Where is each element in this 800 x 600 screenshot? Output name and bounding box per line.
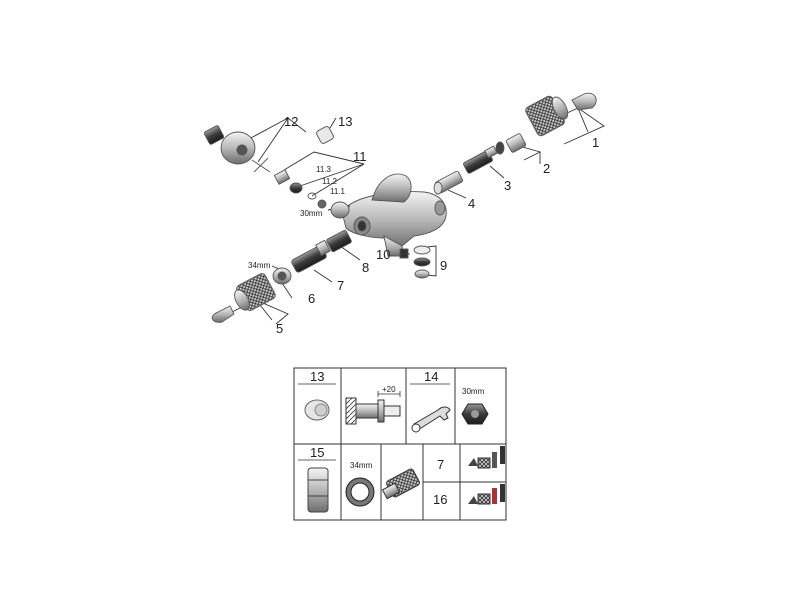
- table-cell-7-number: 7: [437, 457, 444, 472]
- part-2-cartridge-nut: [495, 133, 527, 155]
- table-extension-drawing: [345, 391, 401, 425]
- callout-4: 4: [468, 196, 475, 211]
- part-12-handle: [203, 125, 271, 173]
- table-cell-16-number: 16: [433, 492, 447, 507]
- callout-13: 13: [338, 114, 352, 129]
- table-cap-image: [304, 399, 330, 421]
- dimension-30mm: 30mm: [300, 209, 323, 218]
- callout-7: 7: [337, 278, 344, 293]
- table-cell-14-number: 14: [424, 369, 438, 384]
- exploded-view: 1 2 3 4 5 6 7 8 9 10 11 12 13 11.3 11.2 …: [203, 92, 605, 336]
- table-plus20-label: +20: [382, 385, 396, 394]
- table-thread-element-image: [381, 468, 420, 500]
- callout-6: 6: [308, 291, 315, 306]
- callout-10: 10: [376, 247, 390, 262]
- callout-12: 12: [284, 114, 298, 129]
- part-11-assembly: [273, 169, 350, 219]
- table-wrench-image: [411, 406, 451, 433]
- callout-2: 2: [543, 161, 550, 176]
- sub-label-11-3: 11.3: [316, 165, 332, 174]
- sub-label-11-2: 11.2: [322, 177, 338, 186]
- table-screw-set-7-image: [468, 446, 505, 469]
- dimension-34mm: 34mm: [248, 261, 271, 270]
- callout-3: 3: [504, 178, 511, 193]
- part-6-nut: [272, 267, 292, 285]
- table-34mm-label: 34mm: [350, 461, 373, 470]
- table-cell-13-number: 13: [310, 369, 324, 384]
- part-8-cartridge: [326, 229, 352, 253]
- callout-11: 11: [353, 149, 367, 164]
- part-10-screw: [399, 248, 409, 259]
- part-13-cap: [316, 126, 334, 144]
- table-34mm-ring-image: [345, 477, 375, 507]
- part-5-handle: [211, 273, 276, 323]
- callout-1: 1: [592, 135, 599, 150]
- sub-label-11-1: 11.1: [330, 187, 346, 196]
- callout-8: 8: [362, 260, 369, 275]
- mixer-body: [341, 173, 447, 257]
- part-9-aerator: [413, 245, 431, 279]
- part-3-cartridge: [463, 145, 498, 174]
- table-30mm-nut-image: [461, 403, 489, 425]
- table-cartridge-image: [307, 467, 329, 513]
- part-1-handle: [525, 92, 597, 137]
- table-30mm-label: 30mm: [462, 387, 485, 396]
- part-4-spindle: [433, 170, 464, 195]
- callout-9: 9: [440, 258, 447, 273]
- callout-5: 5: [276, 321, 283, 336]
- part-7-thermostat-element: [291, 239, 331, 273]
- accessory-table: 13 14 15 7 16 +20 30mm 34mm: [293, 367, 507, 521]
- table-cell-15-number: 15: [310, 445, 324, 460]
- table-screw-set-16-image: [468, 484, 505, 505]
